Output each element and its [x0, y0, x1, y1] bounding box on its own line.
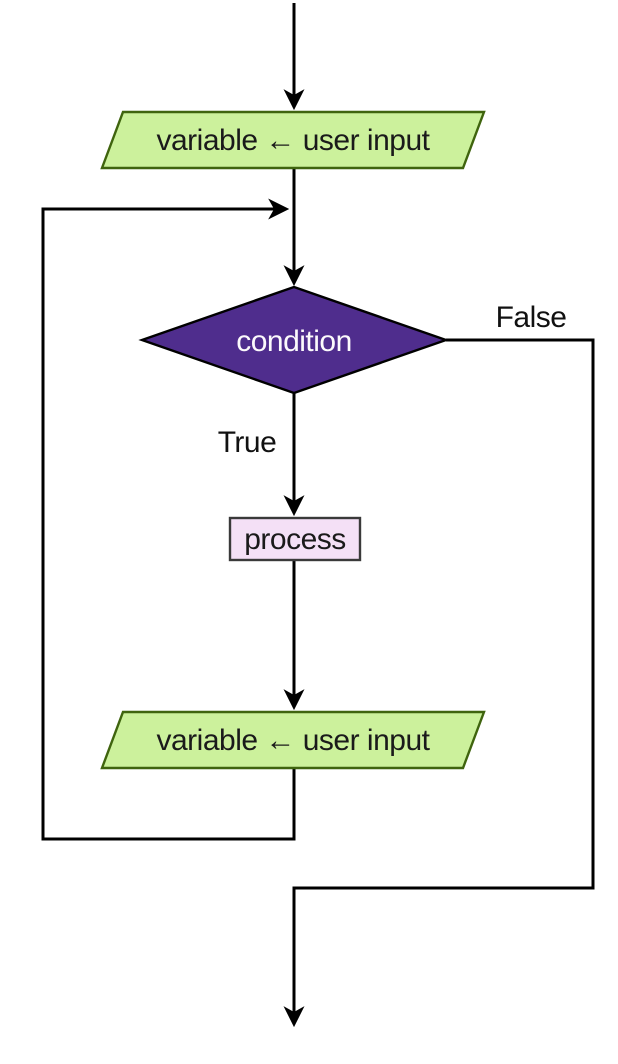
node-condition-label: condition — [236, 325, 352, 358]
branch-label-false: False — [496, 301, 567, 334]
branch-label-true: True — [218, 426, 277, 459]
node-input-top-shape — [100, 110, 486, 170]
edge-loop-back-arrow — [41, 198, 296, 841]
node-input-bottom-label: variable ← user input — [157, 724, 431, 757]
node-process-label: process — [244, 523, 346, 556]
node-process-shape — [228, 516, 362, 562]
node-input-bottom-shape — [100, 710, 486, 770]
node-input-top-label: variable ← user input — [157, 124, 431, 157]
edge-false-exit-arrow — [283, 338, 595, 1028]
node-condition-shape — [138, 285, 450, 395]
